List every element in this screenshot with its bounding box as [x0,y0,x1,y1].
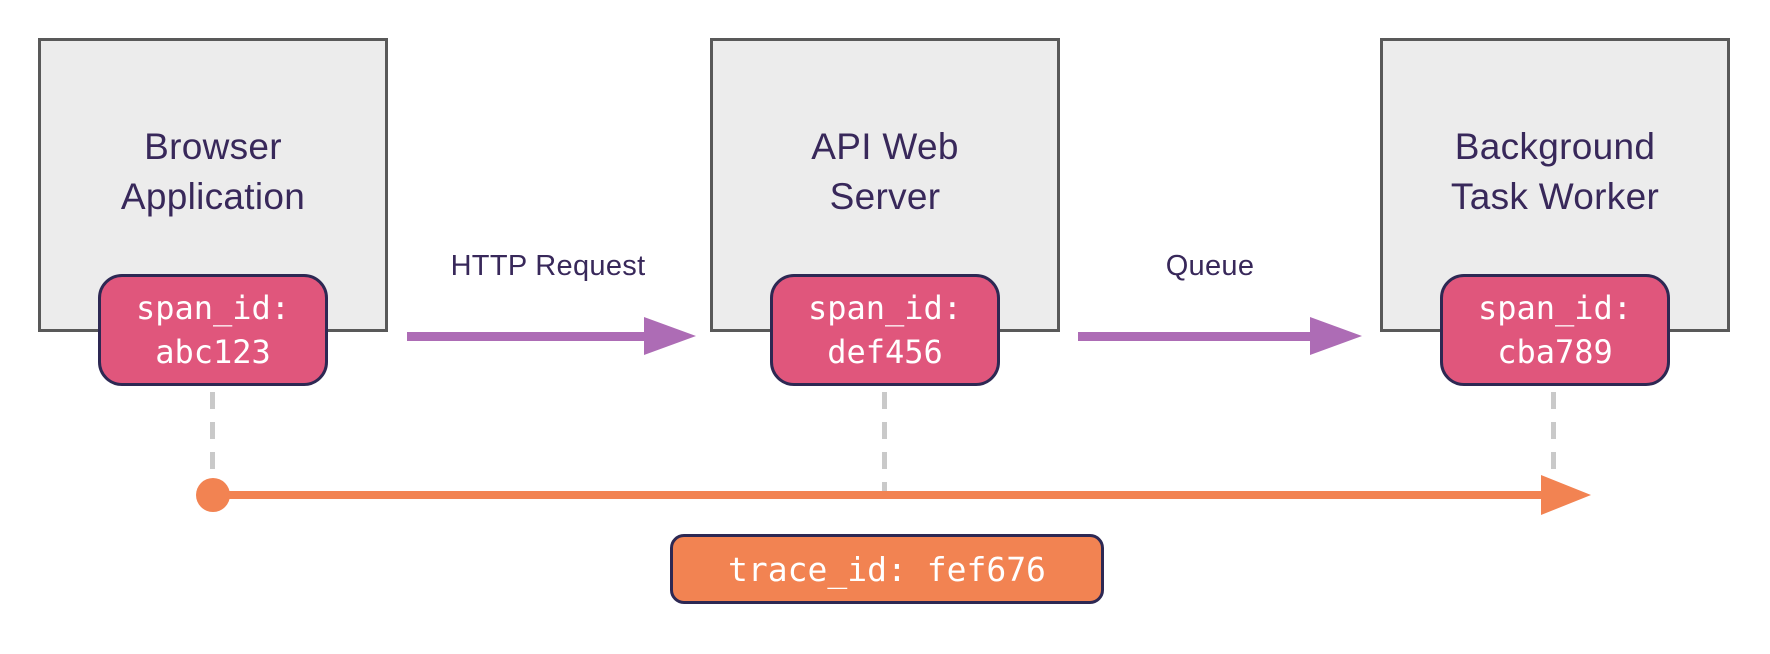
trace-badge-fef676: trace_id: fef676 [670,534,1104,604]
node-label: Browser Application [120,126,306,217]
edge-label-queue: Queue [1165,250,1255,282]
span-badge-cba789: span_id: cba789 [1440,274,1670,386]
http-request-arrow-shaft [407,332,645,341]
dashed-connector-def456 [882,392,887,502]
trace-timeline-arrowhead-icon [1541,475,1591,515]
trace-timeline-line [213,491,1543,499]
queue-arrow-shaft [1078,332,1310,341]
span-badge-def456: span_id: def456 [770,274,1000,386]
dashed-connector-cba789 [1551,392,1556,502]
node-label: Background Task Worker [1450,126,1660,217]
edge-label-http-request: HTTP Request [450,250,646,282]
http-request-arrowhead-icon [644,317,696,355]
node-label: API Web Server [811,126,959,217]
dashed-connector-abc123 [210,392,215,470]
span-badge-abc123: span_id: abc123 [98,274,328,386]
queue-arrowhead-icon [1310,317,1362,355]
